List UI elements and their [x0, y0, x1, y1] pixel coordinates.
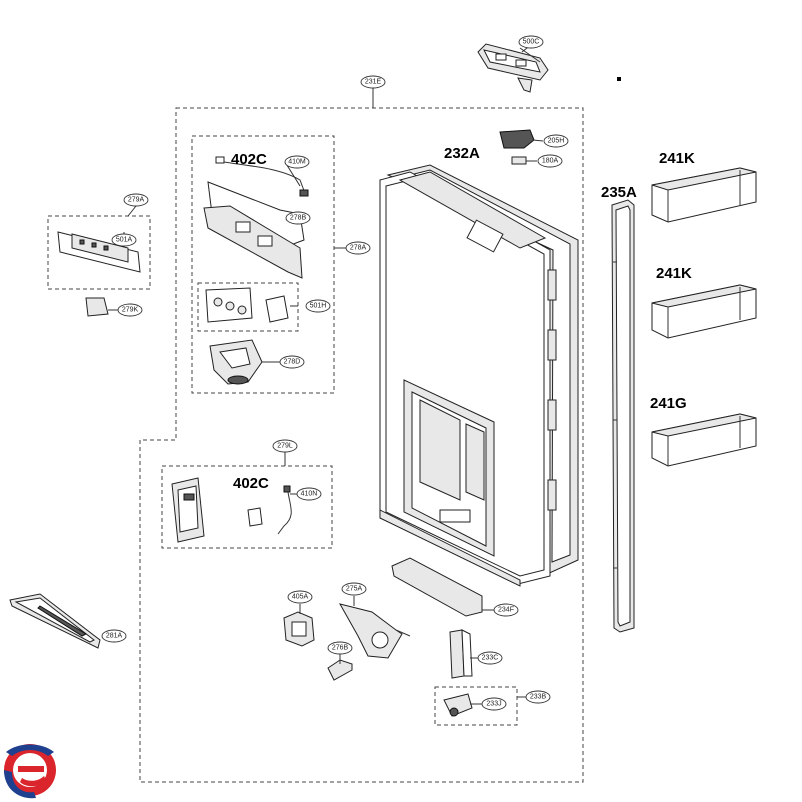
svg-text:276B: 276B: [332, 645, 349, 652]
svg-text:231E: 231E: [365, 79, 382, 86]
part-402C-sensor: [247, 507, 263, 527]
callout-501A: 501A: [111, 233, 137, 247]
part-180A: [511, 156, 537, 165]
callout-233J: 233J: [481, 697, 507, 711]
part-233B-box: [434, 686, 518, 726]
callout-278A: 278A: [345, 241, 371, 255]
part-279L-box: [161, 465, 333, 549]
svg-text:233C: 233C: [482, 655, 499, 662]
part-281A-tray: [9, 593, 101, 649]
svg-text:275A: 275A: [346, 586, 363, 593]
svg-text:501A: 501A: [116, 237, 133, 244]
callout-233B: 233B: [525, 690, 551, 704]
callout-205H: 205H: [543, 134, 569, 148]
svg-text:278B: 278B: [290, 215, 307, 222]
callout-279A: 279A: [123, 193, 149, 207]
part-205H: [499, 129, 544, 149]
part-410N-wire: [277, 485, 292, 535]
callout-279K: 279K: [117, 303, 143, 317]
part-278B-plate: [203, 181, 305, 279]
callout-501H: 501H: [305, 299, 331, 313]
callout-278B: 278B: [285, 211, 311, 225]
callout-278D: 278D: [279, 355, 305, 369]
svg-text:278A: 278A: [350, 245, 367, 252]
callout-410M: 410M: [284, 155, 310, 169]
svg-text:410N: 410N: [301, 491, 318, 498]
part-275A-actuator: [338, 603, 411, 659]
part-501A-panel: [57, 231, 141, 273]
svg-text:180A: 180A: [542, 158, 559, 165]
label-402C-top: 402C: [231, 151, 267, 168]
svg-text:279A: 279A: [128, 197, 145, 204]
label-241K-top: 241K: [659, 150, 695, 167]
svg-text:233B: 233B: [530, 694, 547, 701]
part-279L-display: [171, 477, 205, 543]
label-402C-bottom: 402C: [233, 475, 269, 492]
svg-text:279L: 279L: [277, 443, 293, 450]
label-232A: 232A: [444, 145, 480, 162]
label-241G: 241G: [650, 395, 687, 412]
svg-text:405A: 405A: [292, 594, 309, 601]
part-405A-bracket: [283, 611, 315, 647]
part-241G-bin-bottom: [651, 413, 757, 467]
callout-231E: 231E: [360, 75, 386, 89]
callout-180A: 180A: [537, 154, 563, 168]
svg-text:205H: 205H: [548, 138, 565, 145]
svg-text:281A: 281A: [106, 633, 123, 640]
callout-405A: 405A: [287, 590, 313, 604]
marker-dot: [617, 77, 621, 81]
part-241K-bin-top: [651, 167, 757, 223]
label-235A: 235A: [601, 184, 637, 201]
callout-410N: 410N: [296, 487, 322, 501]
part-501H-board: [197, 282, 299, 332]
door-assembly-boundary: [139, 107, 584, 783]
part-241K-bin-mid: [651, 284, 757, 339]
part-233C-bracket: [449, 629, 473, 679]
brand-logo: [4, 744, 56, 799]
part-278D-funnel: [209, 339, 263, 385]
callout-276B: 276B: [327, 641, 353, 655]
callout-281A: 281A: [101, 629, 127, 643]
svg-text:279K: 279K: [122, 307, 139, 314]
callout-233C: 233C: [477, 651, 503, 665]
svg-text:501H: 501H: [310, 303, 327, 310]
part-232A-door: [379, 164, 579, 587]
part-234F-trim: [391, 557, 483, 617]
svg-text:233J: 233J: [486, 701, 501, 708]
part-500C-bracket: [477, 43, 549, 93]
part-276B-lever: [327, 659, 353, 681]
control-assembly-box: [191, 135, 335, 394]
callout-279L: 279L: [272, 439, 298, 453]
part-233J-hinge: [443, 693, 473, 717]
callout-500C: 500C: [518, 35, 544, 49]
label-241K-mid: 241K: [656, 265, 692, 282]
part-235A-mullion: [611, 199, 635, 633]
part-279K-block: [85, 297, 118, 317]
callout-234F: 234F: [493, 603, 519, 617]
svg-text:500C: 500C: [523, 39, 540, 46]
callout-275A: 275A: [341, 582, 367, 596]
part-279A-box: [47, 215, 151, 290]
svg-text:410M: 410M: [288, 159, 306, 166]
svg-text:278D: 278D: [284, 359, 301, 366]
part-410M-wire: [215, 156, 309, 197]
svg-text:234F: 234F: [498, 607, 514, 614]
